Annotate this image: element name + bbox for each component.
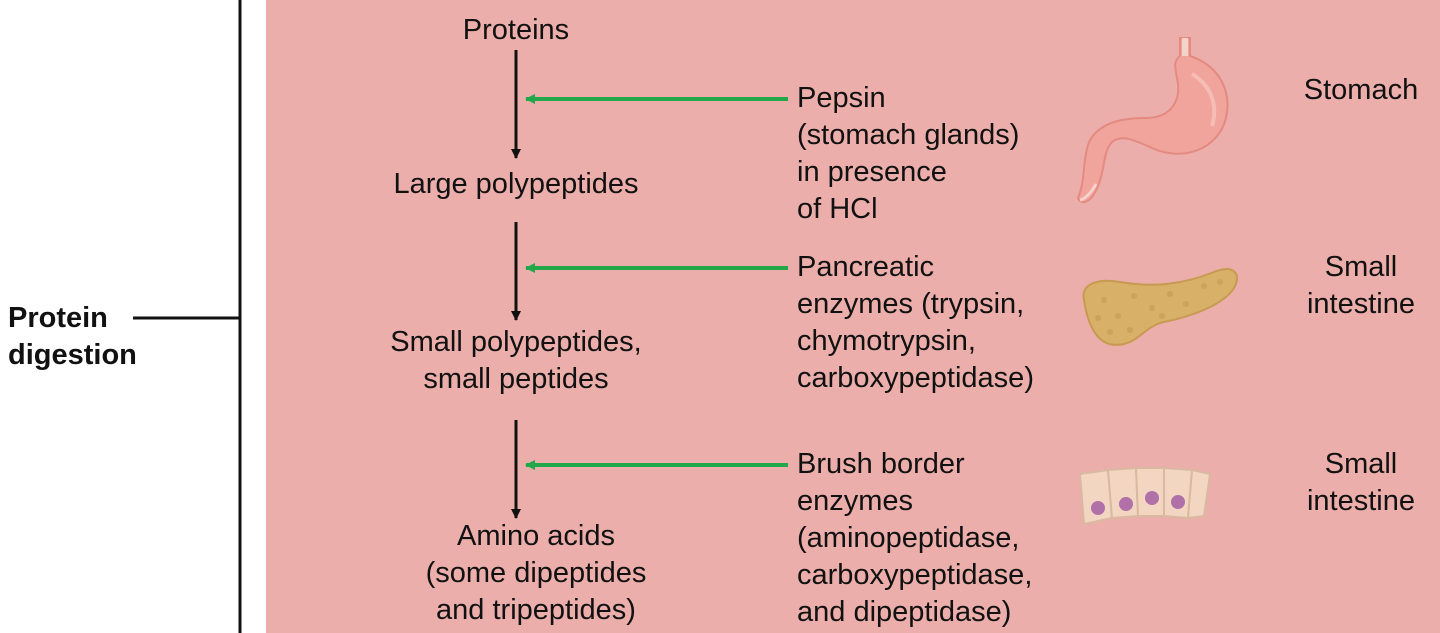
- product-proteins: Proteins: [462, 14, 570, 46]
- organ-label-small-intestine-1: Small intestine: [1306, 251, 1415, 320]
- product-large-polypeptides: Large polypeptides: [393, 168, 639, 200]
- organ-label-small-intestine-2: Small intestine: [1306, 448, 1415, 517]
- brush-border-cells-icon: [1078, 466, 1212, 526]
- product-amino-acids: Amino acids (some dipeptides and tripept…: [425, 520, 647, 626]
- digestion-panel: [266, 0, 1440, 633]
- enzyme-pancreatic: Pancreatic enzymes (trypsin, chymotrypsi…: [797, 251, 1034, 394]
- product-small-polypeptides: Small polypeptides, small peptides: [390, 326, 642, 395]
- protein-digestion-label: Protein digestion: [8, 302, 137, 371]
- pancreas-icon: [1082, 268, 1239, 346]
- enzyme-brush-border: Brush border enzymes (aminopeptidase, ca…: [797, 448, 1033, 628]
- organ-label-stomach: Stomach: [1303, 74, 1419, 106]
- enzyme-pepsin: Pepsin (stomach glands) in presence of H…: [797, 82, 1020, 225]
- stomach-icon: [1076, 37, 1229, 204]
